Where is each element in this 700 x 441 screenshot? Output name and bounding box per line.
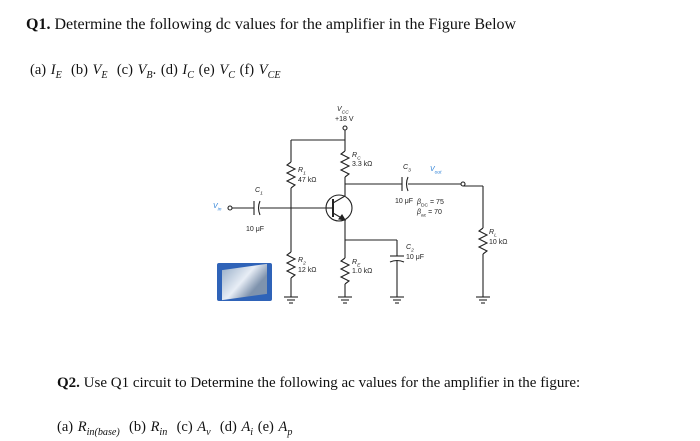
c2-label: C2: [406, 244, 414, 254]
q2-part-a: (a) Rin(base): [57, 419, 120, 438]
q2-part-c: (c) Av: [176, 419, 211, 438]
re-ground: [338, 296, 352, 304]
q1-part-d: (d) IC: [160, 62, 195, 81]
vout-terminal: [460, 181, 466, 187]
beta-dc-label: βDC = 75: [417, 199, 444, 209]
question-1-text: Determine the following dc values for th…: [54, 16, 517, 33]
rc-value: 3.3 kΩ: [352, 161, 373, 168]
figure-thumbnail-icon: [217, 263, 272, 301]
question-2-parts: (a) Rin(base) (b) Rin (c) Av (d) Ai (e) …: [57, 419, 292, 438]
rc-label: RC: [352, 152, 361, 162]
transistor-collector-lead: [332, 195, 346, 204]
re-resistor: [339, 257, 351, 285]
r2-ground: [284, 296, 298, 304]
c3-value: 10 μF: [395, 198, 414, 205]
r2-value: 12 kΩ: [298, 267, 317, 274]
vcc-label: VCC: [337, 106, 349, 116]
re-value: 1.0 kΩ: [352, 268, 373, 275]
question-2-number: Q2.: [57, 375, 80, 391]
q2-part-b: (b) Rin: [129, 419, 168, 438]
rl-value: 10 kΩ: [489, 239, 508, 246]
c1-value: 10 μF: [246, 226, 265, 233]
question-1-parts: (a) IE (b) VE (c) VB. (d) IC (e) VC (f) …: [30, 62, 281, 81]
r1-resistor: [285, 161, 297, 189]
r1-label: R1: [298, 167, 306, 177]
emitter-arrow-icon: [338, 214, 347, 221]
vin-terminal: [227, 205, 233, 211]
c3-capacitor: [401, 176, 409, 192]
vout-label: Vout: [430, 166, 442, 176]
c1-label: C1: [255, 187, 263, 197]
vin-label: Vin: [213, 203, 222, 213]
c3-label: C3: [403, 164, 411, 174]
beta-ac-label: βac = 70: [417, 209, 442, 219]
rl-resistor: [477, 227, 489, 255]
r2-label: R2: [298, 257, 306, 267]
c2-ground: [390, 296, 404, 304]
question-2-heading: Q2. Use Q1 circuit to Determine the foll…: [57, 375, 580, 392]
q1-part-a: (a) IE: [30, 62, 62, 81]
re-label: RE: [352, 259, 361, 269]
question-1-number: Q1.: [26, 16, 51, 33]
c1-capacitor: [253, 200, 261, 216]
q1-part-c: (c) VB.: [116, 62, 157, 81]
q1-part-b: (b) VE: [71, 62, 108, 81]
q2-part-e: (e) Ap: [257, 419, 293, 438]
rc-resistor: [339, 150, 351, 178]
vcc-terminal: [342, 125, 348, 131]
q1-part-e: (e) VC: [198, 62, 235, 81]
vcc-value: +18 V: [335, 116, 354, 123]
question-1-heading: Q1. Determine the following dc values fo…: [26, 16, 516, 34]
rl-label: RL: [489, 229, 497, 239]
r2-resistor: [285, 251, 297, 279]
rl-ground: [476, 296, 490, 304]
question-2-text: Use Q1 circuit to Determine the followin…: [83, 375, 581, 391]
q2-part-d: (d) Ai: [219, 419, 254, 438]
q1-part-f: (f) VCE: [239, 62, 281, 81]
r1-value: 47 kΩ: [298, 177, 317, 184]
c2-capacitor: [389, 255, 405, 263]
c2-value: 10 μF: [406, 254, 425, 261]
